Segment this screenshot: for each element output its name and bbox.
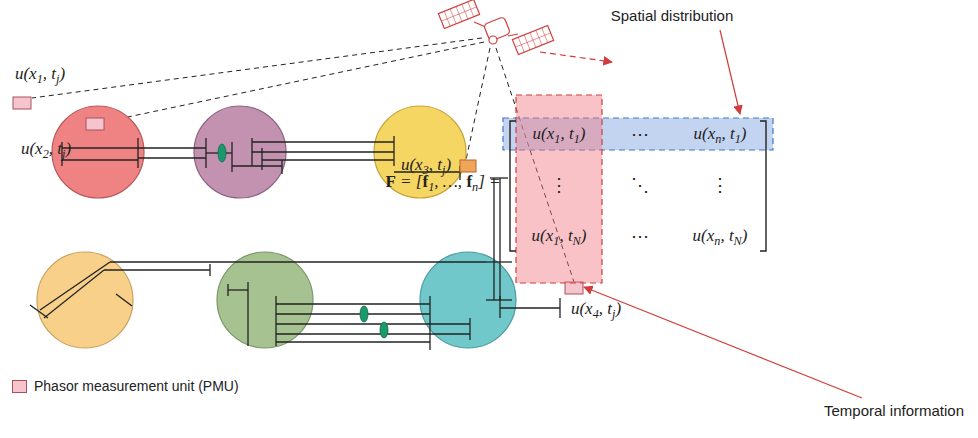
matrix-bracket — [510, 121, 516, 251]
pmu-label: u(x3, tj) — [401, 156, 451, 175]
network-lines — [30, 136, 560, 350]
legend-item: Phasor measurement unit (PMU) — [12, 378, 239, 394]
matrix-cell: u(x1, t1) — [533, 125, 586, 144]
matrix-bracket — [760, 121, 766, 251]
callout-label: Temporal information — [824, 403, 964, 420]
panel-texture — [438, 0, 553, 55]
matrix-cell: ⋮ — [711, 175, 729, 195]
line-breakers — [218, 144, 388, 338]
pmu-label: u(x2, tj) — [21, 140, 71, 159]
satellite-icon — [438, 0, 612, 62]
callout-arrow — [584, 287, 862, 398]
pmu-label: u(x4, tj) — [571, 300, 621, 319]
matrix-cell: u(x1, tN) — [532, 227, 587, 246]
pmu-squares — [13, 97, 583, 294]
callout-arrow — [720, 30, 740, 114]
temporal-box — [516, 95, 602, 283]
matrix-cell: ⋯ — [631, 124, 649, 144]
callout-label: Spatial distribution — [611, 8, 734, 25]
legend-swatch — [12, 380, 27, 393]
pmu-label: u(x1, tj) — [15, 65, 65, 84]
legend-text: Phasor measurement unit (PMU) — [34, 378, 239, 394]
satellite-links — [32, 38, 574, 282]
legend: Phasor measurement unit (PMU) — [12, 378, 239, 394]
matrix-cell: u(xn, t1) — [694, 125, 747, 144]
area-circles — [37, 106, 516, 348]
matrix-cell: ⋱ — [631, 175, 649, 195]
matrix-name: F = [f1, …, fn] = — [385, 173, 500, 192]
matrix-cell: ⋮ — [550, 175, 568, 195]
matrix-cell: ⋯ — [631, 226, 649, 246]
matrix-cell: u(xn, tN) — [693, 227, 748, 246]
